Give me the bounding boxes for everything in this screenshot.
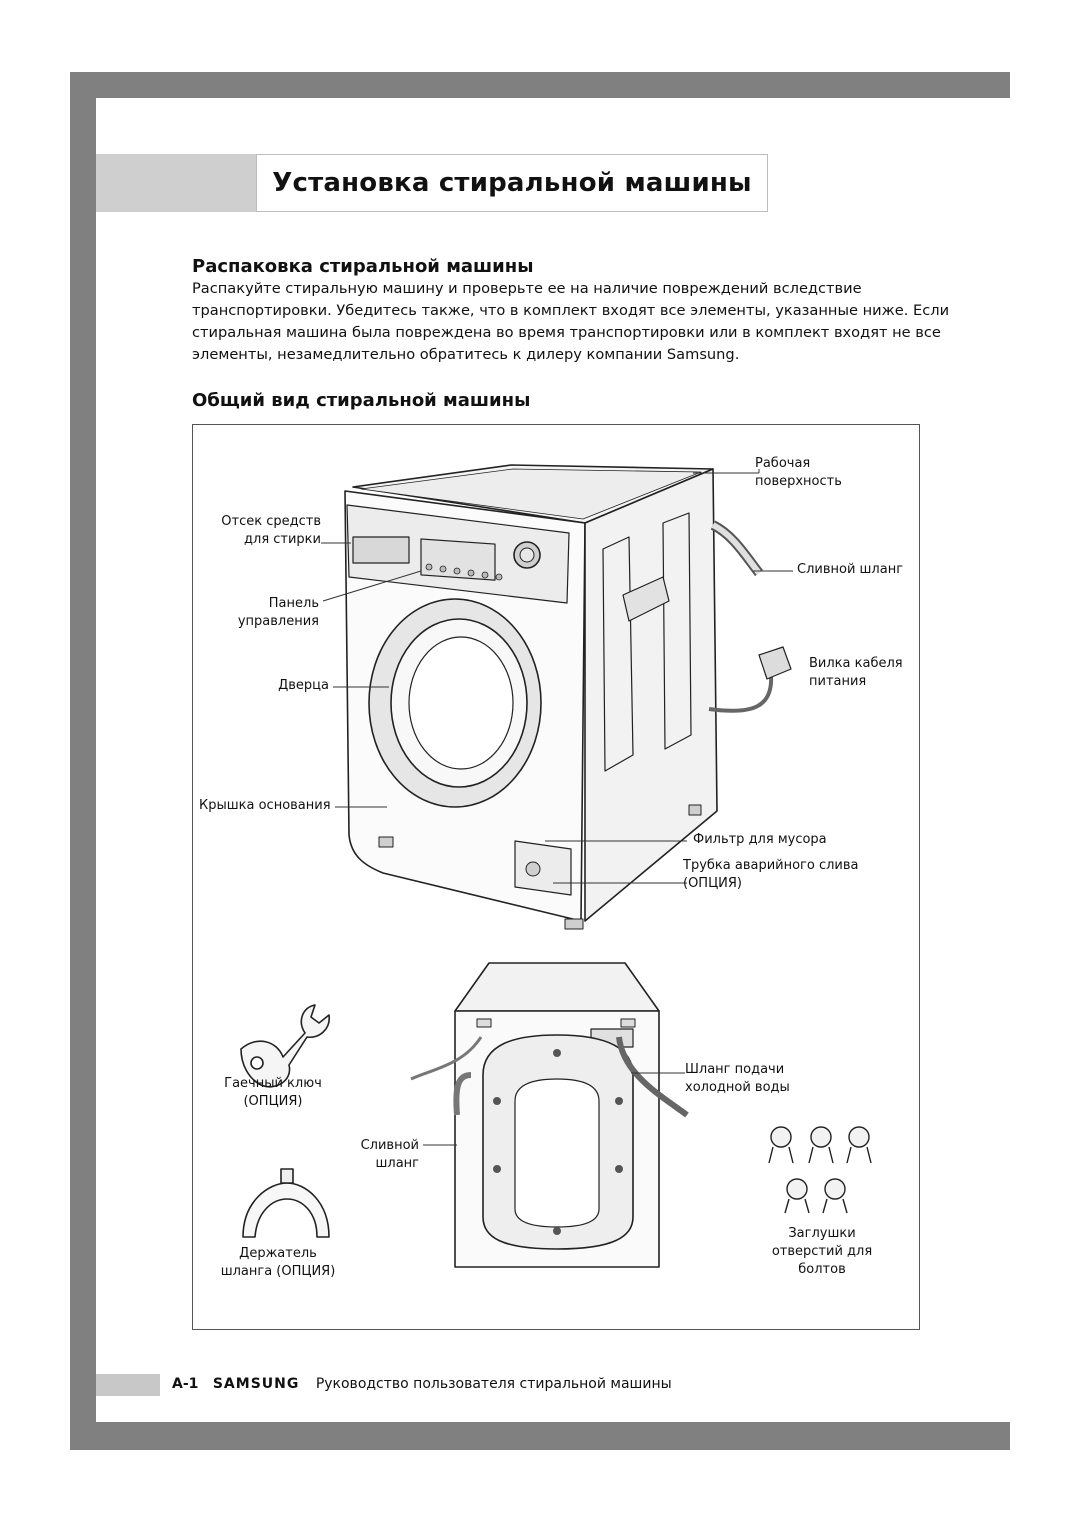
unpacking-paragraph: Распакуйте стиральную машину и проверьте… (192, 278, 950, 366)
paragraph-line: Распакуйте стиральную машину и проверьте… (192, 280, 862, 297)
washing-machine-front-illustration (344, 464, 792, 930)
paragraph-line: элементы, незамедлительно обратитесь к д… (192, 346, 740, 363)
frame-top-bar (70, 72, 1010, 98)
spanner-illustration (240, 1004, 330, 1088)
label-spanner: Гаечный ключ (ОПЦИЯ) (224, 1076, 322, 1109)
frame-right-edge (1008, 72, 1010, 98)
frame-left-bar (70, 72, 96, 1450)
bolt-caps-illustration (768, 1126, 872, 1214)
label-door: Дверца (278, 678, 329, 693)
page-number: A-1 (172, 1376, 199, 1392)
page-title: Установка стиральной машины (272, 168, 752, 198)
footer-text: Руководство пользователя стиральной маши… (315, 1376, 672, 1392)
washing-machine-rear-illustration (410, 962, 689, 1268)
label-work-surface: Рабочая поверхность (755, 456, 842, 489)
label-emergency-drain: Трубка аварийного слива (ОПЦИЯ) (683, 858, 859, 891)
paragraph-line: транспортировки. Убедитесь также, что в … (192, 302, 950, 319)
label-detergent-drawer: Отсек средств для стирки (221, 514, 321, 547)
brand-name: SAMSUNG (212, 1376, 300, 1392)
hose-holder-illustration (242, 1168, 330, 1238)
washing-machine-figure: Рабочая поверхность Отсек средств для ст… (192, 424, 920, 1330)
label-cold-water-hose: Шланг подачи холодной воды (685, 1062, 790, 1095)
page-footer: A-1 SAMSUNG Руководство пользователя сти… (172, 1376, 672, 1392)
footer-accent-block (96, 1374, 160, 1396)
leader-lines (321, 469, 793, 1146)
frame-bottom-bar (70, 1422, 1010, 1450)
label-debris-filter: Фильтр для мусора (693, 832, 827, 847)
label-bolt-caps: Заглушки отверстий для болтов (771, 1226, 873, 1277)
paragraph-line: стиральная машина была повреждена во вре… (192, 324, 941, 341)
label-drain-hose: Сливной шланг (797, 562, 904, 577)
section-heading-unpacking: Распаковка стиральной машины (192, 256, 534, 277)
label-control-panel: Панель управления (237, 596, 319, 629)
figure-drawing (240, 464, 872, 1268)
page-title-box: Установка стиральной машины (256, 154, 768, 212)
title-accent-block (96, 154, 256, 212)
section-heading-overview: Общий вид стиральной машины (192, 390, 531, 411)
label-power-plug: Вилка кабеля питания (809, 656, 903, 689)
label-base-cover: Крышка основания (199, 798, 331, 813)
label-hose-holder: Держатель шланга (ОПЦИЯ) (220, 1246, 336, 1279)
label-drain-hose-rear: Сливной шланг (360, 1138, 419, 1171)
